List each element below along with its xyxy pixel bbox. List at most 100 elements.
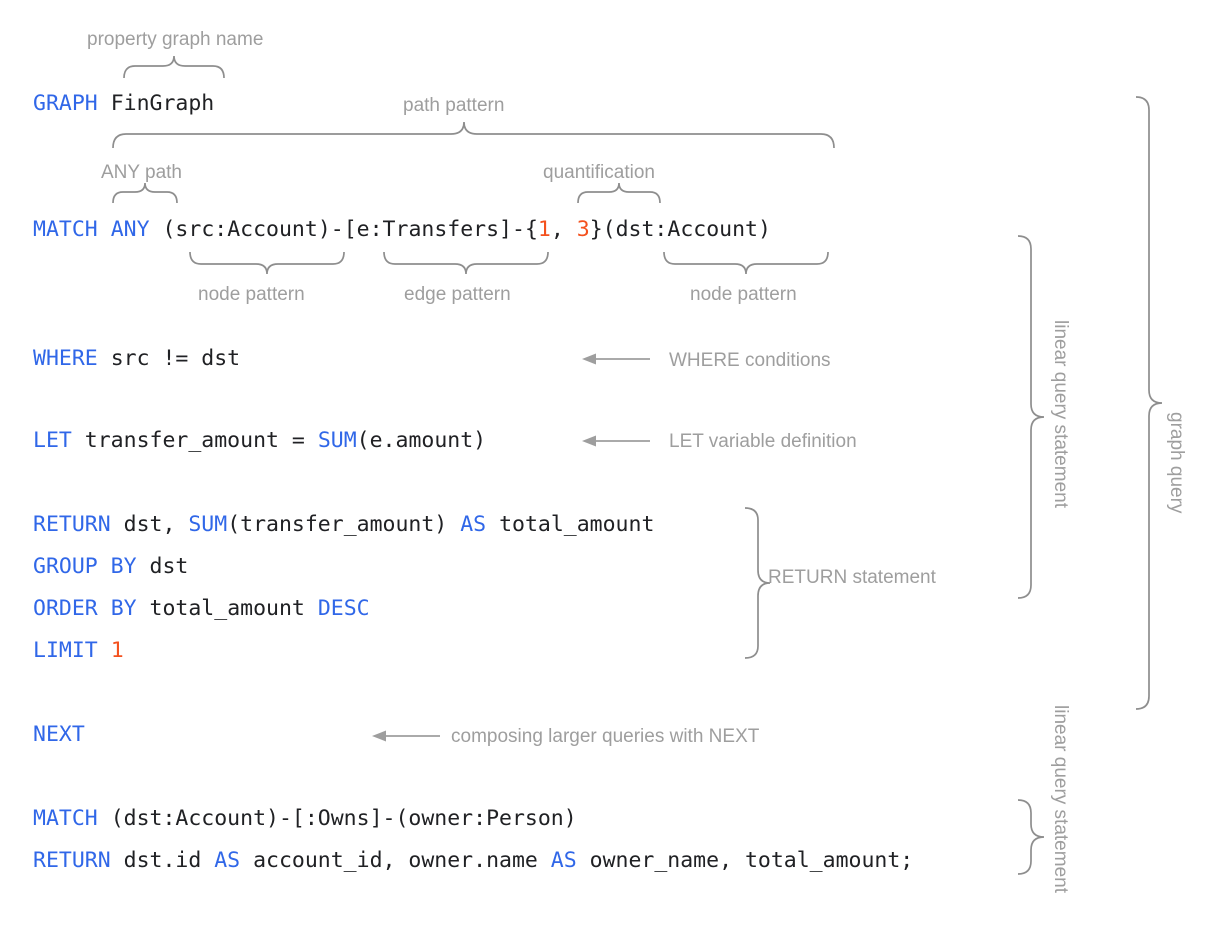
space <box>111 512 124 537</box>
brace-path-pattern <box>112 121 835 149</box>
annotation-graph-query: graph query <box>1166 412 1187 514</box>
brace-graph-query <box>1135 96 1163 710</box>
brace-return-statement <box>744 507 771 659</box>
keyword-let: LET <box>33 428 72 453</box>
space <box>305 428 318 453</box>
space <box>137 596 150 621</box>
space <box>305 596 318 621</box>
annotation-composing-next: composing larger queries with NEXT <box>451 726 760 747</box>
owns-path-pattern: (dst:Account)-[:Owns]-(owner:Person) <box>110 806 577 831</box>
code-line-return: RETURN dst, SUM(transfer_amount) AS tota… <box>33 514 654 536</box>
keyword-desc: DESC <box>317 596 370 621</box>
sum-arguments: (e.amount) <box>356 428 487 453</box>
limit-value: 1 <box>110 638 124 663</box>
arrow-composing-next <box>372 730 440 742</box>
quantifier-separator: , <box>550 217 577 242</box>
space <box>137 554 150 579</box>
keyword-return: RETURN <box>33 848 111 873</box>
keyword-as: AS <box>460 512 487 537</box>
space <box>447 512 460 537</box>
annotation-linear-query-statement-1: linear query statement <box>1050 320 1071 508</box>
brace-node-pattern-left <box>189 251 345 275</box>
annotation-linear-query-statement-2: linear query statement <box>1050 705 1071 893</box>
code-line-limit: LIMIT 1 <box>33 640 124 662</box>
keyword-as: AS <box>550 848 577 873</box>
annotation-node-pattern-right: node pattern <box>690 284 797 305</box>
node-pattern-src: (src:Account) <box>162 217 331 242</box>
quantifier-min: 1 <box>537 217 551 242</box>
graph-name-fingraph: FinGraph <box>110 91 215 116</box>
space <box>98 638 111 663</box>
space <box>98 217 111 242</box>
annotation-node-pattern-left: node pattern <box>198 284 305 305</box>
annotation-property-graph-name: property graph name <box>87 29 264 50</box>
keyword-where: WHERE <box>33 346 98 371</box>
code-line-order-by: ORDER BY total_amount DESC <box>33 598 370 620</box>
dash-2: - <box>512 217 525 242</box>
annotation-let-variable-definition: LET variable definition <box>669 431 857 452</box>
brace-any-path <box>112 182 178 204</box>
space <box>279 428 292 453</box>
where-expression: src != dst <box>110 346 241 371</box>
brace-linear-query-statement-1 <box>1017 235 1045 599</box>
arrow-let-variable-definition <box>582 435 650 447</box>
space <box>98 596 111 621</box>
dash-1: - <box>330 217 344 242</box>
sum-arguments: (transfer_amount) <box>227 512 448 537</box>
code-line-graph: GRAPH FinGraph <box>33 93 214 115</box>
keyword-order: ORDER <box>33 596 98 621</box>
keyword-any: ANY <box>110 217 150 242</box>
code-line-match-2: MATCH (dst:Account)-[:Owns]-(owner:Perso… <box>33 808 577 830</box>
annotation-quantification: quantification <box>543 162 655 183</box>
annotation-return-statement: RETURN statement <box>768 567 936 588</box>
return-expr-a: dst.id <box>123 848 215 873</box>
space <box>150 217 163 242</box>
space <box>486 512 499 537</box>
brace-node-pattern-right <box>663 251 829 275</box>
function-sum: SUM <box>188 512 228 537</box>
return-columns: dst, <box>123 512 189 537</box>
space <box>98 806 111 831</box>
brace-property-graph-name <box>123 55 225 79</box>
brace-quantification <box>577 182 661 204</box>
code-line-group-by: GROUP BY dst <box>33 556 188 578</box>
code-line-return-2: RETURN dst.id AS account_id, owner.name … <box>33 850 913 872</box>
alias-total-amount: total_amount <box>499 512 655 537</box>
keyword-return: RETURN <box>33 512 111 537</box>
quantifier-max: 3 <box>576 217 590 242</box>
space <box>98 91 111 116</box>
keyword-next: NEXT <box>33 722 85 747</box>
keyword-by: BY <box>110 596 137 621</box>
annotation-where-conditions: WHERE conditions <box>669 350 831 371</box>
keyword-match: MATCH <box>33 217 98 242</box>
return-expr-b: account_id, owner.name <box>240 848 551 873</box>
quantifier-close-brace: } <box>589 217 603 242</box>
return-expr-c: owner_name, total_amount; <box>576 848 914 873</box>
node-pattern-dst: (dst:Account) <box>602 217 771 242</box>
brace-edge-pattern <box>383 251 549 275</box>
keyword-limit: LIMIT <box>33 638 98 663</box>
keyword-as: AS <box>214 848 241 873</box>
keyword-graph: GRAPH <box>33 91 98 116</box>
code-line-where: WHERE src != dst <box>33 348 240 370</box>
function-sum: SUM <box>317 428 357 453</box>
space <box>72 428 85 453</box>
let-variable-name: transfer_amount <box>84 428 279 453</box>
code-line-next: NEXT <box>33 724 85 746</box>
annotation-path-pattern: path pattern <box>403 95 505 116</box>
code-line-let: LET transfer_amount = SUM(e.amount) <box>33 430 486 452</box>
edge-pattern-transfers: [e:Transfers] <box>343 217 512 242</box>
arrow-where-conditions <box>582 353 650 365</box>
order-by-expression: total_amount <box>149 596 305 621</box>
equals-sign: = <box>291 428 305 453</box>
space <box>98 346 111 371</box>
space <box>111 848 124 873</box>
brace-linear-query-statement-2 <box>1017 799 1045 875</box>
group-by-expression: dst <box>149 554 189 579</box>
annotation-any-path: ANY path <box>101 162 182 183</box>
keyword-match: MATCH <box>33 806 98 831</box>
code-line-match: MATCH ANY (src:Account)-[e:Transfers]-{1… <box>33 219 771 241</box>
quantifier-open-brace: { <box>524 217 538 242</box>
annotation-edge-pattern: edge pattern <box>404 284 511 305</box>
